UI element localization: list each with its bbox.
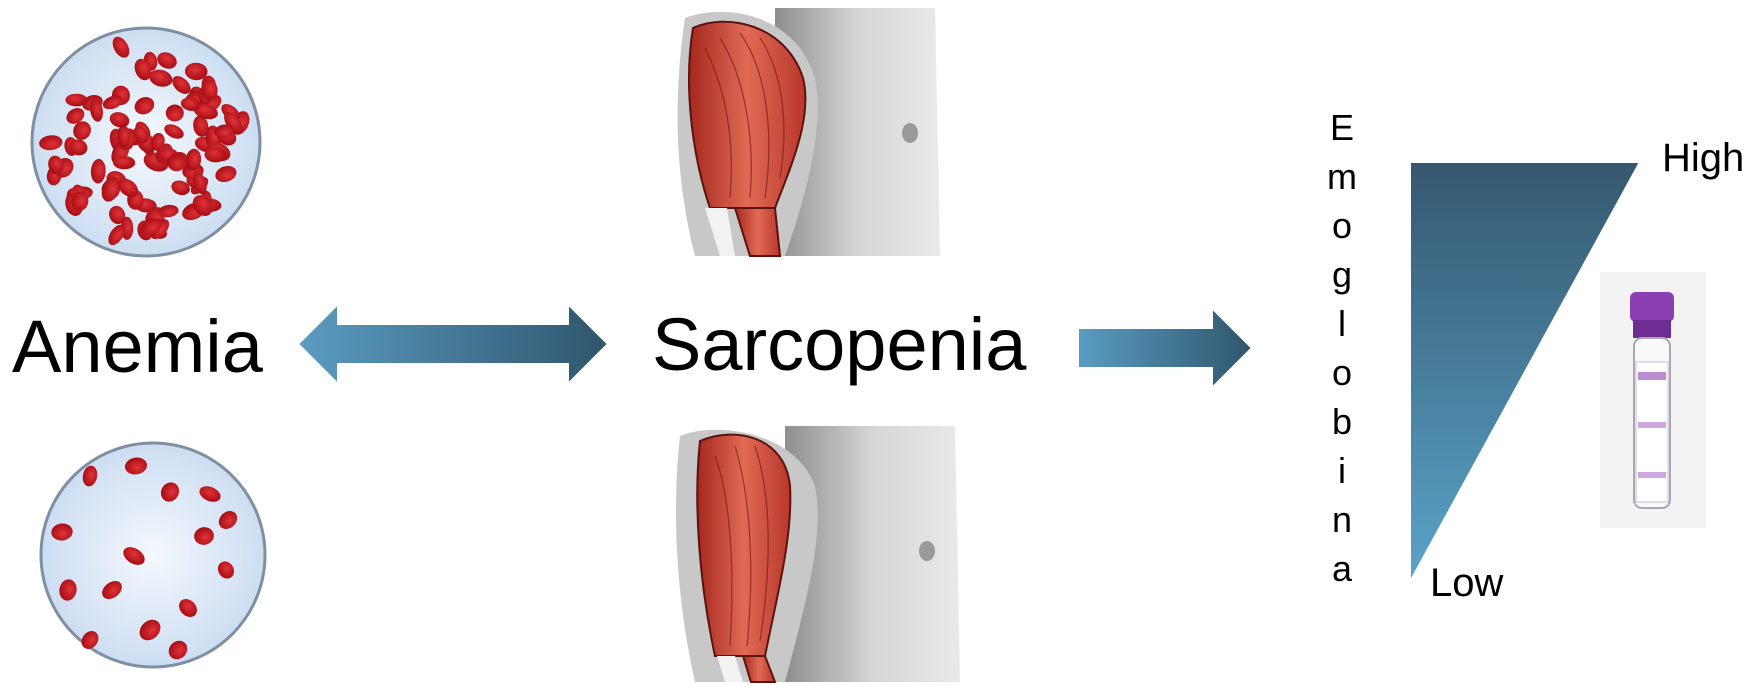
blood-tube-icon [1600,272,1706,528]
hemoglobin-letter: o [1322,208,1362,244]
hemoglobin-letter: b [1322,404,1362,440]
hemoglobin-letter: E [1322,110,1362,146]
anemia-label: Anemia [12,310,263,384]
rbc-dense-dish-icon [28,24,264,260]
arm-muscle-normal-icon [665,8,945,256]
hemoglobin-letter: n [1322,502,1362,538]
hemoglobin-letter: m [1322,159,1362,195]
double-arrow-icon [298,304,608,384]
hemoglobin-letter: a [1322,551,1362,587]
scale-low-label: Low [1430,563,1503,603]
hemoglobin-letter: i [1322,453,1362,489]
hemoglobin-letter: g [1322,257,1362,293]
right-arrow-icon [1078,308,1252,388]
rbc-sparse-dish-icon [38,440,268,670]
red-blood-cell [65,94,87,107]
arm-muscle-atrophic-icon [665,426,965,682]
hemoglobin-letter: o [1322,355,1362,391]
sarcopenia-label: Sarcopenia [652,308,1026,382]
hemoglobin-letter: l [1322,306,1362,342]
scale-high-label: High [1662,138,1744,178]
